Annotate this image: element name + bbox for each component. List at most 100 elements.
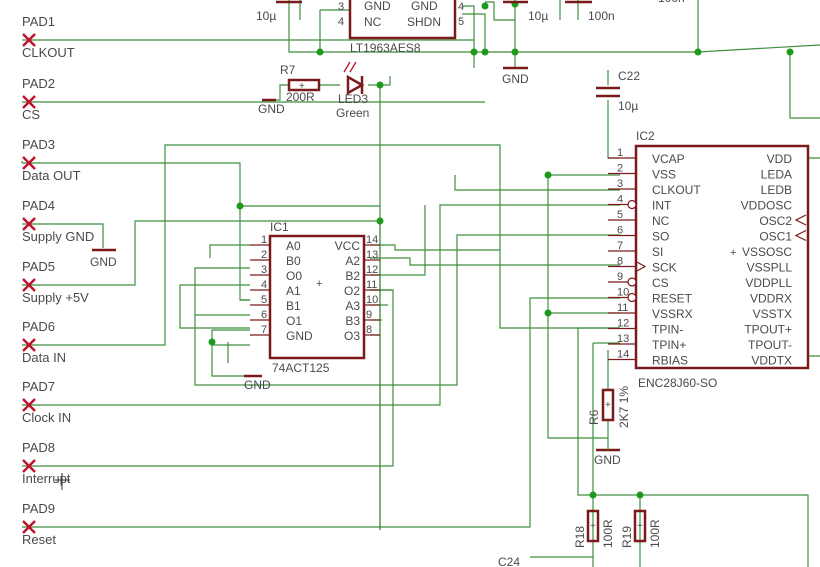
pad-name: PAD1	[22, 14, 55, 29]
reg-label-nc: NC	[364, 15, 382, 29]
r19-body	[633, 509, 647, 543]
ic2-pin-label: NC	[652, 214, 670, 228]
pad-label: Clock IN	[22, 410, 71, 425]
junction-dot	[544, 309, 552, 317]
pad-name: PAD2	[22, 76, 55, 91]
ic2-pin-label: SO	[652, 230, 669, 244]
crosshair-icon	[55, 473, 70, 490]
pad-label: Reset	[22, 532, 56, 547]
ic2-pin-label: INT	[652, 199, 672, 213]
junction-dot	[236, 202, 244, 210]
pad-name: PAD4	[22, 198, 55, 213]
ic1-pin-label: B3	[345, 314, 360, 328]
pad-cross-icon	[22, 520, 36, 534]
ic1-pin-label: A1	[286, 284, 301, 298]
ic2-pin-label: VDDPLL	[745, 276, 792, 290]
pad-label: CS	[22, 107, 40, 122]
junction-dot	[376, 217, 384, 225]
junction-dot	[511, 48, 519, 56]
ic2-pin-num: 5	[617, 209, 623, 221]
ic2-pin-label: CS	[652, 276, 669, 290]
ic2-pin-label: SI	[652, 245, 663, 259]
r7-name: R7	[280, 63, 296, 77]
ic1-pin-label: VCC	[335, 239, 361, 253]
ic2-ref: IC2	[636, 129, 655, 143]
ic1-part: 74ACT125	[272, 361, 330, 375]
pad-cross-icon	[22, 33, 36, 47]
r6-value: 2K7 1%	[617, 386, 631, 428]
gnd-pad4: GND	[90, 255, 117, 269]
junction-dot	[481, 48, 489, 56]
r18-body	[586, 509, 600, 543]
pad-name: PAD8	[22, 440, 55, 455]
pad-cross-icon	[22, 459, 36, 473]
ic2-pin-label: SCK	[652, 261, 677, 275]
ic2-pin-label: OSC1	[759, 230, 792, 244]
r7-led3: + R7 200R GND LED3 Green	[258, 61, 369, 120]
ic2-pin-label: LEDA	[761, 168, 792, 182]
ic2-pin-label: TPIN-	[652, 323, 683, 337]
ic2-pin-label: RESET	[652, 292, 693, 306]
r19-name: R19	[620, 526, 634, 548]
reg-label-shdn: SHDN	[407, 15, 441, 29]
r19-value: 100R	[648, 519, 662, 548]
ic1-pin-label: O1	[286, 314, 302, 328]
r18-name: R18	[573, 526, 587, 548]
ic1-pin-num: 2	[261, 249, 267, 261]
pad-name: PAD5	[22, 259, 55, 274]
r18-plus: +	[590, 521, 596, 532]
pad-cross-icon	[22, 95, 36, 109]
ic2-pin-label: VSS	[652, 168, 676, 182]
ic1-pin-label: GND	[286, 329, 313, 343]
top-supply: 10µ 3 4 4 5 GND NC GND SHDN LT1963AES8 1…	[256, 0, 685, 86]
r6-name: R6	[587, 409, 601, 425]
ic2-pin-num: 2	[617, 163, 623, 175]
reg-label-gnd: GND	[364, 0, 391, 13]
pad-label: Supply +5V	[22, 290, 89, 305]
ic2-pin-label: LEDB	[761, 183, 792, 197]
c22-value: 10µ	[618, 99, 638, 113]
r19-plus: +	[637, 521, 643, 532]
ic2-pin-label: OSC2	[759, 214, 792, 228]
ic1-pin-num: 7	[261, 324, 267, 336]
ic1-pin-num: 12	[366, 264, 378, 276]
input-arrow-icon	[794, 214, 807, 226]
r7-value: 200R	[286, 90, 315, 104]
ic1-pin-num: 14	[366, 234, 378, 246]
junction-dot	[481, 2, 489, 10]
wires	[21, 0, 820, 567]
ic1-pin-num: 9	[366, 309, 372, 321]
ic1-ref: IC1	[270, 220, 289, 234]
ic1-pin-label: A3	[345, 299, 360, 313]
pad-name: PAD6	[22, 319, 55, 334]
ic1-pin-num: 1	[261, 234, 267, 246]
junction-dot	[786, 48, 794, 56]
junction-dot	[376, 81, 384, 89]
ic1-pin-num: 10	[366, 294, 378, 306]
ic2-pin-num: 14	[617, 349, 629, 361]
led3-color: Green	[336, 106, 369, 120]
ic1-pin-num: 13	[366, 249, 378, 261]
ic2-pin-label: VDDOSC	[741, 199, 793, 213]
r18-r19: + R18 100R + R19 100R C24	[498, 509, 662, 567]
ic2-pin-num: 10	[617, 287, 629, 299]
c22: C22 10µ	[596, 69, 640, 113]
pad-label: Interrupt	[22, 471, 71, 486]
r7-gnd: GND	[258, 102, 285, 116]
ic2-pin-num: 12	[617, 318, 629, 330]
reg-pin-r4: 4	[458, 1, 464, 13]
ic2-pin-label: RBIAS	[652, 354, 688, 368]
ic2-pin-num: 6	[617, 225, 623, 237]
ic2-pin-label: TPOUT-	[748, 338, 792, 352]
ic1-pin-label: A0	[286, 239, 301, 253]
r6-plus: +	[605, 400, 611, 411]
ic1-pin-label: B2	[345, 269, 360, 283]
ic2-plus-mark: +	[730, 247, 736, 259]
